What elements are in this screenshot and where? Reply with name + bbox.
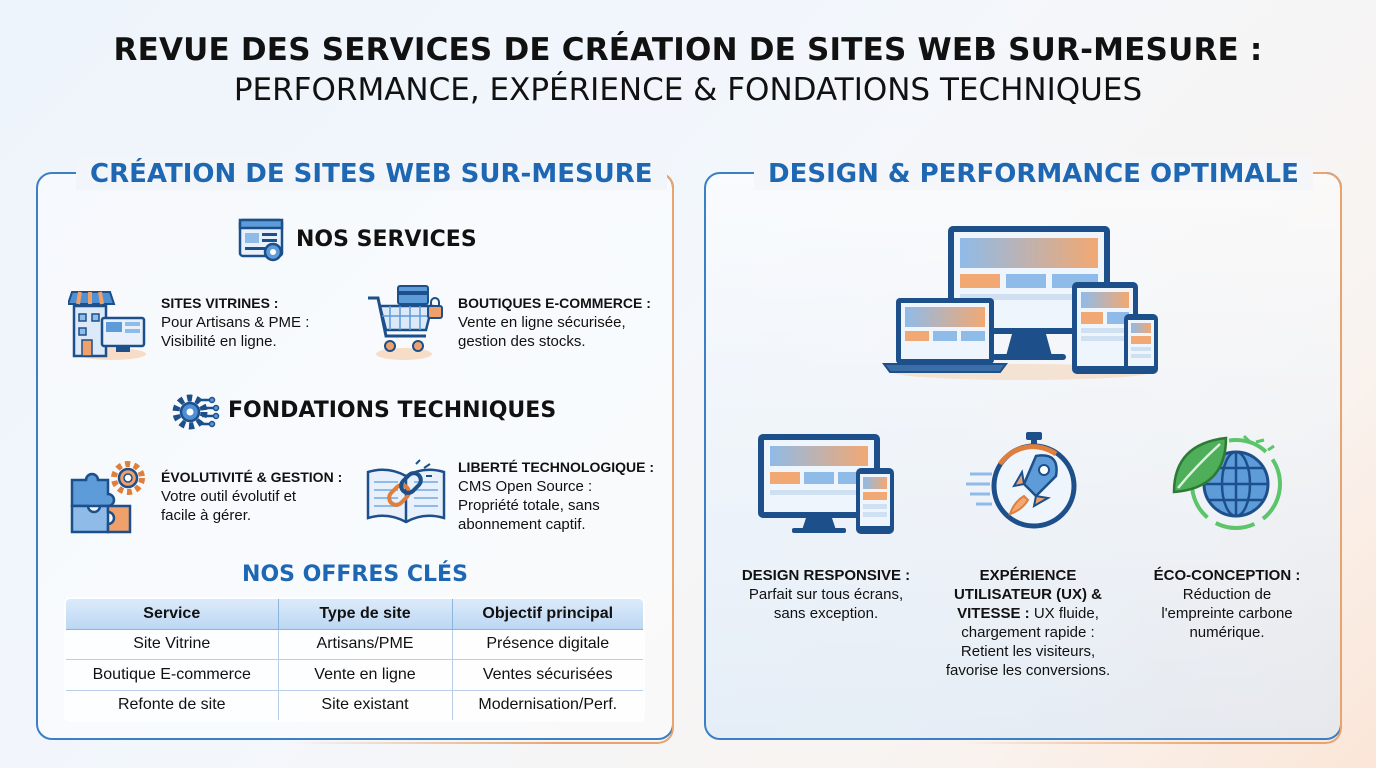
- column-header: Type de site: [277, 598, 453, 630]
- puzzle-gear-icon: [70, 461, 145, 534]
- web-settings-icon: [238, 218, 284, 262]
- foundation-item-liberte: LIBERTÉ TECHNOLOGIQUE : CMS Open Source …: [458, 459, 654, 533]
- table-cell: Vente en ligne: [277, 659, 453, 691]
- page-title: REVUE DES SERVICES DE CRÉATION DE SITES …: [113, 32, 1263, 68]
- leaf-globe-icon: [1172, 434, 1282, 530]
- table-cell: Site Vitrine: [66, 628, 279, 660]
- left-panel-heading: CRÉATION DE SITES WEB SUR-MESURE: [76, 158, 667, 190]
- right-panel-heading: DESIGN & PERFORMANCE OPTIMALE: [754, 158, 1313, 190]
- services-title: NOS SERVICES: [296, 227, 477, 252]
- service-item-vitrines: SITES VITRINES : Pour Artisans & PME : V…: [161, 295, 310, 350]
- table-cell: Site existant: [277, 689, 453, 720]
- table-cell: Boutique E-commerce: [66, 659, 279, 691]
- service-item-ecommerce: BOUTIQUES E-COMMERCE : Vente en ligne sé…: [458, 295, 651, 350]
- open-book-link-icon: [366, 459, 446, 524]
- offers-title: NOS OFFRES CLÉS: [242, 562, 468, 587]
- table-cell: Artisans/PME: [277, 628, 453, 660]
- storefront-icon: [68, 291, 146, 360]
- feature-eco-conception: ÉCO-CONCEPTION : Réduction de l'empreint…: [1153, 567, 1301, 641]
- feature-ux-vitesse: EXPÉRIENCE UTILISATEUR (UX) & VITESSE : …: [945, 567, 1111, 679]
- column-header: Objectif principal: [451, 598, 643, 630]
- responsive-devices-icon: [758, 434, 894, 534]
- table-cell: Modernisation/Perf.: [451, 689, 643, 720]
- multi-device-icon: [882, 226, 1158, 380]
- table-cell: Ventes sécurisées: [451, 659, 643, 691]
- table-row: Site Vitrine Artisans/PME Présence digit…: [66, 628, 643, 660]
- table-cell: Refonte de site: [66, 689, 279, 720]
- column-header: Service: [66, 598, 279, 630]
- page-subtitle: PERFORMANCE, EXPÉRIENCE & FONDATIONS TEC…: [233, 72, 1143, 108]
- table-cell: Présence digitale: [451, 628, 643, 660]
- table-row: Refonte de site Site existant Modernisat…: [66, 689, 643, 720]
- table-row: Boutique E-commerce Vente en ligne Vente…: [66, 659, 643, 691]
- foundation-item-evolutivite: ÉVOLUTIVITÉ & GESTION : Votre outil évol…: [161, 469, 343, 524]
- gear-circuit-icon: [172, 394, 220, 430]
- foundations-title: FONDATIONS TECHNIQUES: [228, 398, 557, 423]
- rocket-stopwatch-icon: [966, 432, 1077, 529]
- table-header-row: Service Type de site Objectif principal: [66, 598, 643, 630]
- shopping-cart-icon: [368, 285, 443, 360]
- feature-design-responsive: DESIGN RESPONSIVE : Parfait sur tous écr…: [741, 567, 911, 622]
- offers-table: Service Type de site Objectif principal …: [64, 597, 645, 722]
